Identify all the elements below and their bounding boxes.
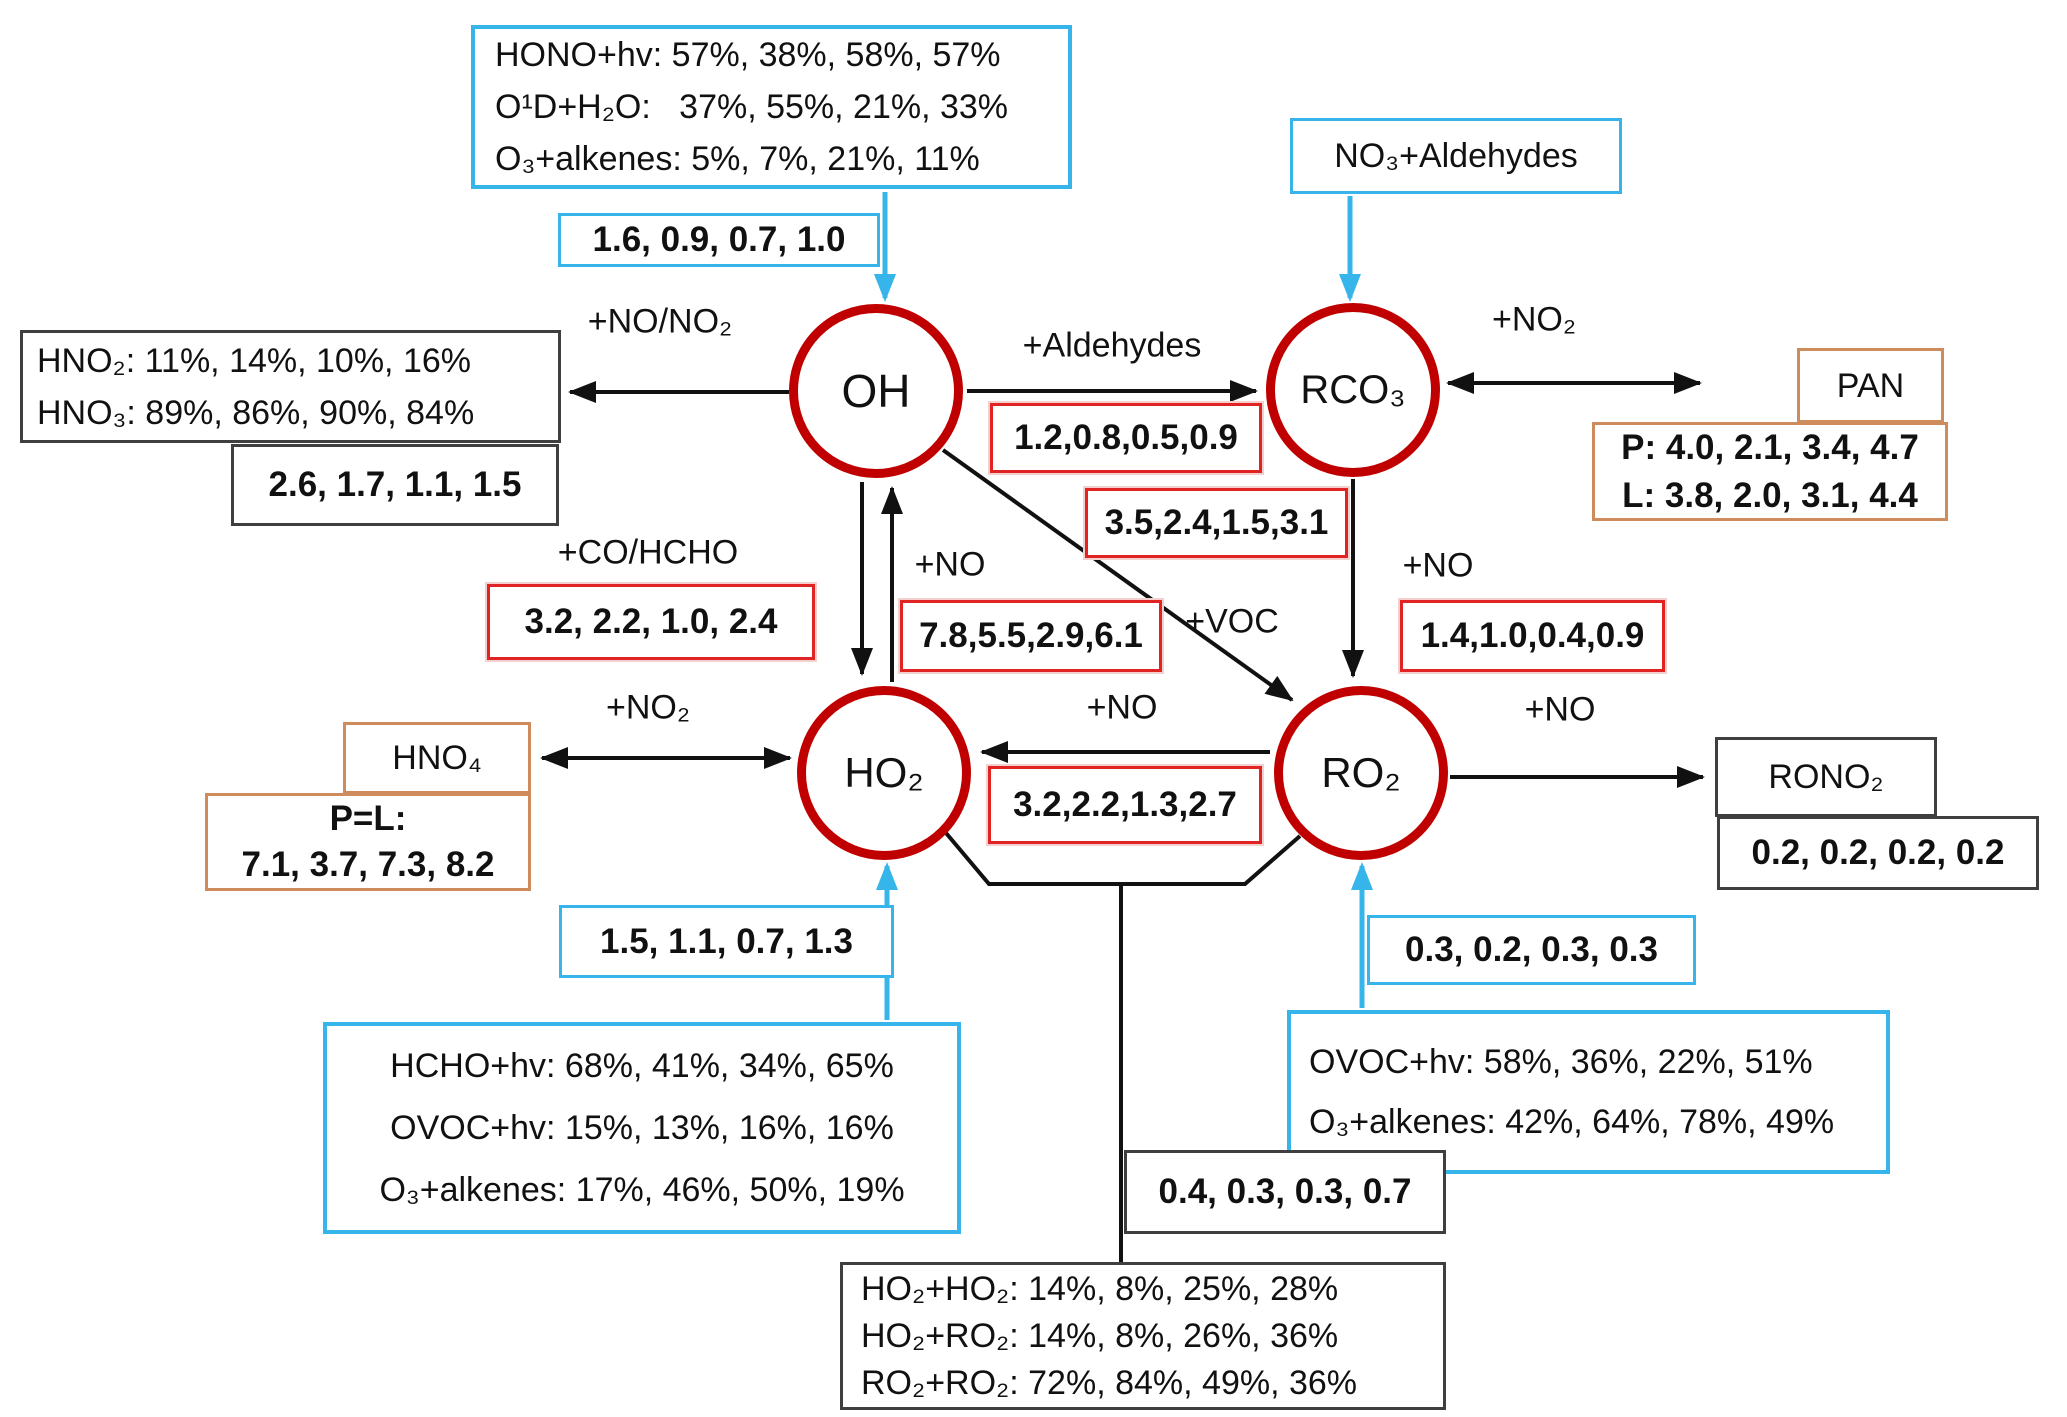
ho2-source-line: HCHO+hv: 68%, 41%, 34%, 65% [390,1047,894,1085]
ho2-production-sources-box: HCHO+hv: 68%, 41%, 34%, 65% OVOC+hv: 15%… [323,1022,961,1234]
radical-termination-sources-box: HO₂+HO₂: 14%, 8%, 25%, 28% HO₂+RO₂: 14%,… [840,1262,1446,1410]
rono2-rate-box: 0.2, 0.2, 0.2, 0.2 [1717,816,2039,890]
ro2-node: RO₂ [1274,686,1448,860]
hno4-pl-rate: 7.1, 3.7, 7.3, 8.2 [241,845,495,884]
ho2-to-oh-rate: 7.8,5.5,2.9,6.1 [919,616,1143,655]
reagent-label-ro2-to-rono2: +NO [1524,690,1596,729]
ro2-source-line: OVOC+hv: 58%, 36%, 22%, 51% [1309,1043,1813,1081]
hno3-line: HNO₃: 89%, 86%, 90%, 84% [37,393,475,432]
hno2-hno3-rate: 2.6, 1.7, 1.1, 1.5 [268,465,522,504]
rono2-rate: 0.2, 0.2, 0.2, 0.2 [1751,833,2005,872]
oh-to-ro2-arrow [941,448,1294,702]
reagent-label-oh-to-hno: +NO/NO₂ [587,302,733,341]
pan-loss-rate: L: 3.8, 2.0, 3.1, 4.4 [1622,475,1918,515]
termination-line: HO₂+RO₂: 14%, 8%, 26%, 36% [861,1316,1339,1355]
radical-termination-rate: 0.4, 0.3, 0.3, 0.7 [1158,1172,1412,1211]
ho2-node: HO₂ [797,686,971,860]
reagent-label-oh-to-rco3: +Aldehydes [1022,326,1202,365]
oh-production-rate: 1.6, 0.9, 0.7, 1.0 [592,220,846,259]
pan-rates-box: P: 4.0, 2.1, 3.4, 4.7 L: 3.8, 2.0, 3.1, … [1592,422,1948,521]
pan-box: PAN [1797,348,1944,423]
reagent-label-oh-to-ho2: +CO/HCHO [557,533,739,572]
reagent-label-ho2-to-oh: +NO [914,545,986,584]
oh-node: OH [789,304,963,478]
hno2-line: HNO₂: 11%, 14%, 10%, 16% [37,341,471,380]
oh-to-ho2-rate: 3.2, 2.2, 1.0, 2.4 [524,602,778,641]
oh-production-sources-box: HONO+hv: 57%, 38%, 58%, 57% O¹D+H₂O: 37%… [471,25,1072,189]
reagent-label-rco3-to-pan: +NO₂ [1491,300,1577,339]
rono2-label: RONO₂ [1768,758,1884,796]
oh-source-line: O₃+alkenes: 5%, 7%, 21%, 11% [495,140,980,178]
ro2-node-label: RO₂ [1321,749,1401,796]
ro2-production-sources-box: OVOC+hv: 58%, 36%, 22%, 51% O₃+alkenes: … [1287,1010,1890,1174]
oh-to-rco3-rate: 1.2,0.8,0.5,0.9 [1014,418,1238,457]
ho2-source-line: O₃+alkenes: 17%, 46%, 50%, 19% [379,1171,905,1209]
ho2-source-line: OVOC+hv: 15%, 13%, 16%, 16% [390,1109,894,1147]
reagent-label-ho2-to-hno4: +NO₂ [605,688,691,727]
pan-production-rate: P: 4.0, 2.1, 3.4, 4.7 [1621,427,1919,467]
ho2-production-rate-box: 1.5, 1.1, 0.7, 1.3 [559,905,894,978]
ro2-production-rate-box: 0.3, 0.2, 0.3, 0.3 [1367,915,1696,985]
ho2-to-oh-rate-box: 7.8,5.5,2.9,6.1 [900,600,1162,672]
reagent-label-oh-to-ro2: +VOC [1185,602,1279,641]
hno4-box: HNO₄ [343,722,531,794]
rono2-box: RONO₂ [1715,737,1937,817]
no3-aldehydes-box: NO₃+Aldehydes [1290,118,1622,194]
oh-source-line: O¹D+H₂O: 37%, 55%, 21%, 33% [495,88,1009,126]
oh-to-ho2-rate-box: 3.2, 2.2, 1.0, 2.4 [487,584,815,660]
radical-termination-rate-box: 0.4, 0.3, 0.3, 0.7 [1124,1150,1446,1234]
termination-line: RO₂+RO₂: 72%, 84%, 49%, 36% [861,1363,1358,1402]
termination-line: HO₂+HO₂: 14%, 8%, 25%, 28% [861,1269,1339,1308]
rco3-to-ro2-rate: 1.4,1.0,0.4,0.9 [1420,616,1645,655]
no3-aldehydes-label: NO₃+Aldehydes [1334,137,1578,175]
reagent-label-ro2-to-ho2: +NO [1086,688,1158,727]
hno4-rates-box: P=L: 7.1, 3.7, 7.3, 8.2 [205,793,531,891]
rco3-node: RCO₃ [1266,303,1440,477]
hno4-pl-title: P=L: [329,799,407,838]
ro2-to-ho2-rate-box: 3.2,2.2,1.3,2.7 [988,766,1262,844]
ro2-production-rate: 0.3, 0.2, 0.3, 0.3 [1405,930,1658,969]
reagent-label-rco3-to-ro2: +NO [1402,546,1474,585]
ro2-to-ho2-rate: 3.2,2.2,1.3,2.7 [1013,785,1237,824]
oh-to-ro2-rate-box: 3.5,2.4,1.5,3.1 [1085,488,1348,558]
rco3-node-label: RCO₃ [1300,367,1406,412]
oh-to-ro2-rate: 3.5,2.4,1.5,3.1 [1104,503,1329,542]
ro2-source-line: O₃+alkenes: 42%, 64%, 78%, 49% [1309,1103,1835,1141]
oh-to-rco3-rate-box: 1.2,0.8,0.5,0.9 [990,403,1262,473]
oh-production-rate-box: 1.6, 0.9, 0.7, 1.0 [558,213,880,267]
ho2-production-rate: 1.5, 1.1, 0.7, 1.3 [600,921,853,961]
rco3-to-ro2-rate-box: 1.4,1.0,0.4,0.9 [1400,600,1665,672]
hno2-hno3-rate-box: 2.6, 1.7, 1.1, 1.5 [231,444,559,526]
hno2-hno3-sink-box: HNO₂: 11%, 14%, 10%, 16% HNO₃: 89%, 86%,… [20,330,561,443]
ho2-node-label: HO₂ [844,749,924,796]
termination-connector [944,831,1302,886]
hno4-label: HNO₄ [392,739,482,777]
oh-node-label: OH [841,365,911,417]
oh-source-line: HONO+hv: 57%, 38%, 58%, 57% [495,36,1001,74]
pan-label: PAN [1836,366,1905,405]
